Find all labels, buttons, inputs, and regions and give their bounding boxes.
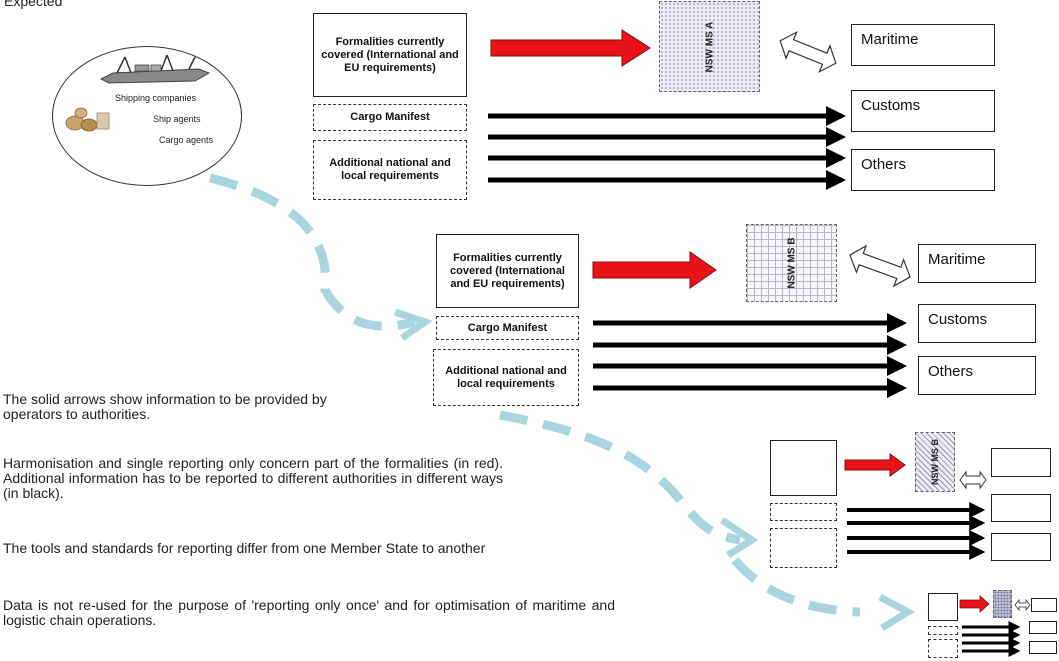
- authority-maritime: Maritime: [918, 244, 1036, 283]
- authority-others: Others: [918, 356, 1036, 395]
- authority-box: [1029, 621, 1057, 634]
- flow-arrowhead-teal: [393, 308, 433, 341]
- authority-box: [991, 494, 1051, 522]
- nsw-ms-b: NSW MS B: [746, 224, 837, 302]
- flow-path-teal: [731, 557, 861, 617]
- red-arrow: [592, 251, 717, 289]
- operators-oval: Shipping companies Ship agents Cargo age…: [52, 46, 242, 186]
- red-arrow: [959, 595, 990, 613]
- explanation-paragraph: The solid arrows show information to be …: [3, 391, 327, 422]
- ship-illustration: [99, 54, 211, 84]
- authority-customs: Customs: [918, 304, 1036, 343]
- red-arrow: [490, 29, 651, 67]
- flow-arrowhead-teal: [720, 517, 759, 558]
- flow-path-teal: [499, 410, 741, 545]
- additional-requirements-box: [770, 528, 837, 568]
- authority-box: [991, 533, 1051, 561]
- nsw-label: NSW MS A: [704, 21, 715, 72]
- nsw-ms-a: NSW MS A: [659, 1, 760, 92]
- cargo-manifest-box: Cargo Manifest: [436, 316, 579, 340]
- authority-box: [1031, 598, 1057, 612]
- operator-label: Ship agents: [153, 114, 201, 124]
- cargo-manifest-box: [770, 503, 837, 521]
- operator-label: Shipping companies: [115, 93, 197, 103]
- formalities-box: Formalities currently covered (Internati…: [436, 234, 579, 308]
- authority-customs: Customs: [851, 90, 995, 132]
- top-heading: Expected: [4, 0, 63, 9]
- formalities-box: [770, 440, 837, 496]
- authority-others: Others: [851, 149, 995, 191]
- additional-requirements-box: Additional national and local requiremen…: [313, 140, 467, 200]
- explanation-paragraph: Harmonisation and single reporting only …: [3, 455, 503, 501]
- authority-maritime: Maritime: [851, 24, 995, 66]
- additional-requirements-box: Additional national and local requiremen…: [433, 349, 579, 406]
- double-arrow: [959, 470, 987, 490]
- double-arrow: [779, 30, 837, 74]
- double-arrow: [849, 244, 911, 288]
- formalities-box: Formalities currently covered (Internati…: [313, 13, 467, 97]
- authority-box: [1029, 641, 1057, 654]
- operator-label: Cargo agents: [159, 135, 214, 145]
- cargo-illustration: [65, 107, 110, 132]
- formalities-box: [928, 593, 958, 621]
- flow-path-teal: [208, 173, 417, 331]
- additional-requirements-box: [928, 639, 958, 658]
- nsw-label: NSW MS B: [930, 439, 940, 485]
- cargo-manifest-box: Cargo Manifest: [313, 104, 467, 131]
- double-arrow: [1014, 598, 1031, 612]
- authority-box: [991, 448, 1051, 477]
- nsw-ms-tiny: [993, 590, 1012, 618]
- cargo-manifest-box: [928, 626, 958, 635]
- nsw-label: NSW MS B: [786, 237, 797, 289]
- explanation-paragraph: Data is not re-used for the purpose of '…: [3, 597, 615, 628]
- flow-arrowhead-teal: [878, 593, 916, 631]
- explanation-paragraph: The tools and standards for reporting di…: [3, 540, 486, 556]
- nsw-ms-b-small: NSW MS B: [915, 432, 955, 492]
- red-arrow: [844, 453, 906, 477]
